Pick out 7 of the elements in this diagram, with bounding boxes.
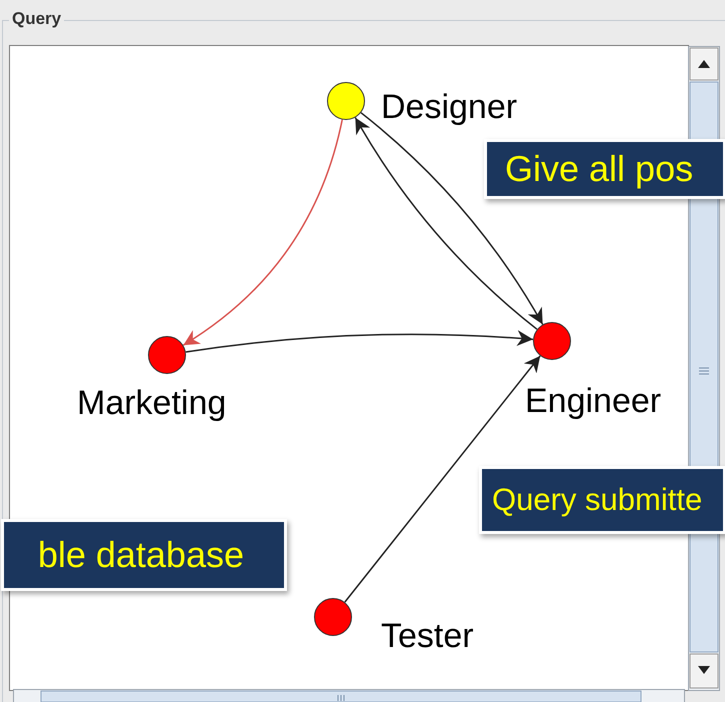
panel-title: Query bbox=[9, 9, 64, 29]
callout-banner: ble database bbox=[1, 519, 287, 591]
callout-banner: Give all pos bbox=[484, 139, 725, 199]
arrow bbox=[186, 330, 534, 353]
arrow bbox=[182, 119, 343, 346]
callout-banner: Query submitte bbox=[479, 466, 725, 534]
arrow bbox=[344, 355, 541, 603]
